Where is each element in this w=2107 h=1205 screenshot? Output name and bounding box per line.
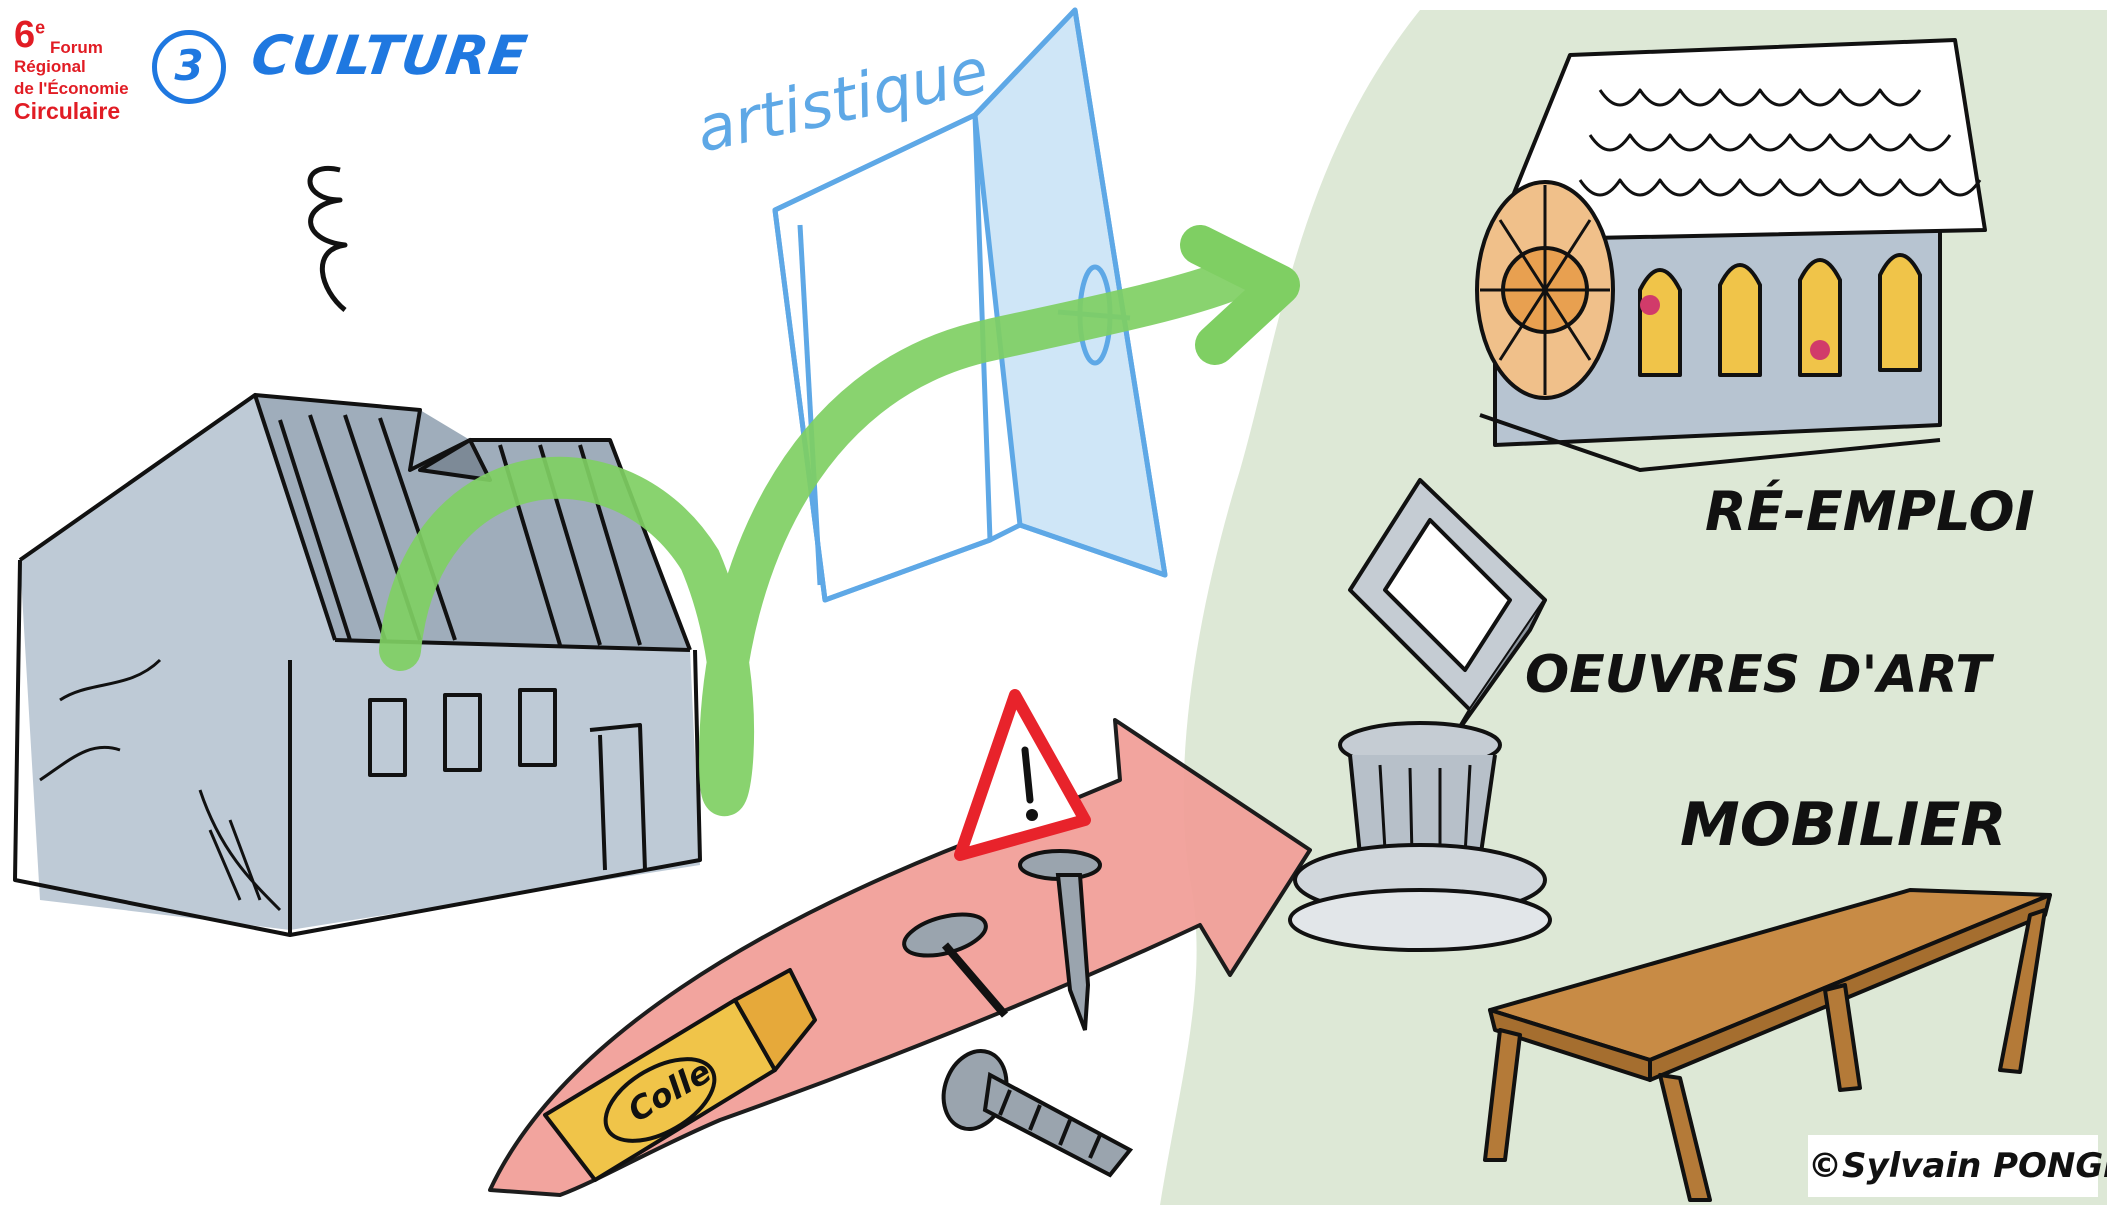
- label-mobilier: MOBILIER: [1680, 790, 2007, 860]
- chapel-drawing: [1477, 40, 1985, 470]
- old-house-drawing: [15, 168, 700, 935]
- warning-triangle-icon: [960, 695, 1085, 855]
- label-reemploi: RÉ-EMPLOI: [1705, 480, 2035, 543]
- artist-credit: ©Sylvain PONGI: [1808, 1135, 2098, 1197]
- label-oeuvres-dart: OEUVRES D'ART: [1525, 645, 1991, 705]
